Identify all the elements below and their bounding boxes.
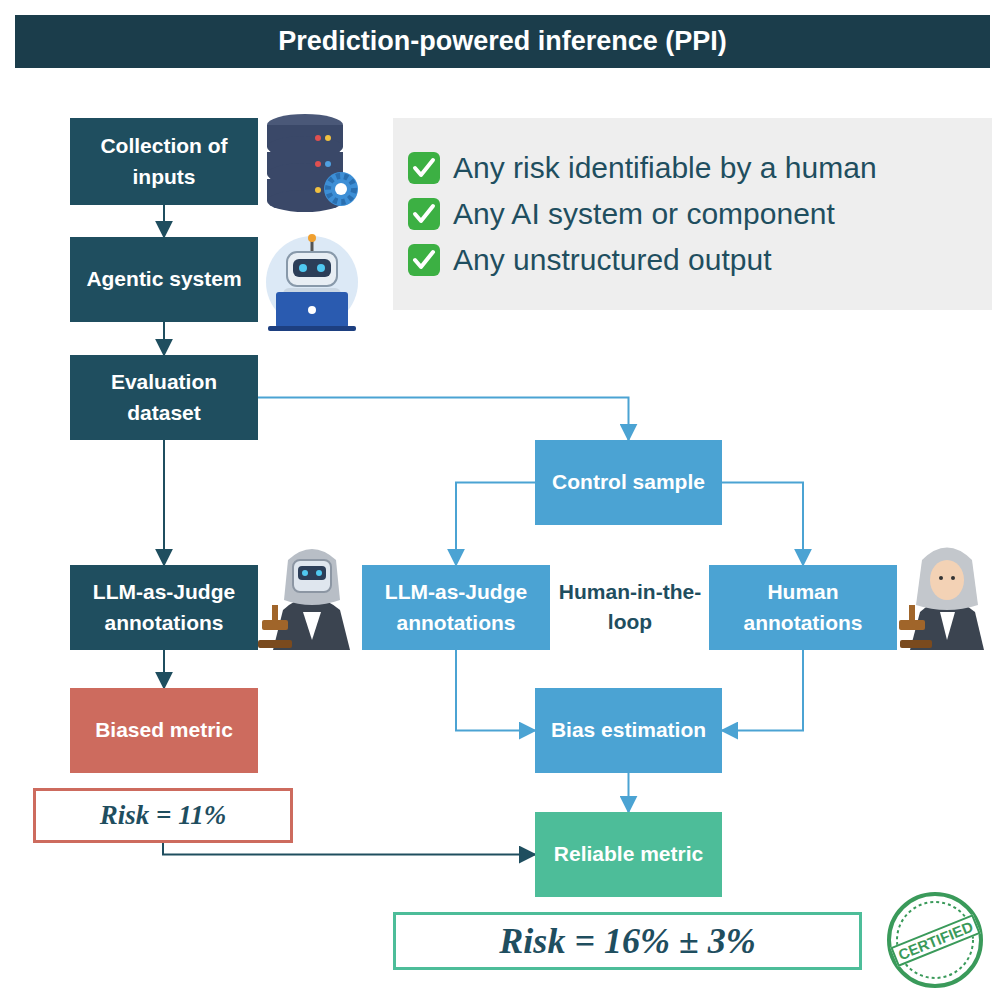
- title-text: Prediction-powered inference (PPI): [278, 26, 727, 57]
- result-box: Risk = 16% ± 3%: [393, 912, 862, 970]
- node-text: LLM-as-Judge annotations: [372, 577, 540, 638]
- connector-arrow: [163, 843, 535, 855]
- check-icon: [407, 197, 441, 231]
- node-text: Any unstructured output: [453, 243, 772, 277]
- process-box: Collection of inputs: [70, 118, 258, 205]
- node-text: Human annotations: [719, 577, 887, 638]
- connector-arrow: [163, 650, 165, 688]
- node-text: Control sample: [552, 467, 705, 497]
- checklist-row: Any risk identifiable by a human: [407, 151, 877, 185]
- process-box: Evaluation dataset: [70, 355, 258, 440]
- node-text: Bias estimation: [551, 715, 706, 745]
- checklist-panel: Any risk identifiable by a humanAny AI s…: [393, 118, 992, 310]
- result-box: Risk = 11%: [33, 788, 293, 843]
- connector-arrow: [163, 322, 165, 355]
- connector-arrow: [628, 773, 630, 812]
- node-text: Any AI system or component: [453, 197, 835, 231]
- process-box: LLM-as-Judge annotations: [362, 565, 550, 650]
- node-text: Risk = 16% ± 3%: [499, 920, 755, 962]
- process-box: Control sample: [535, 440, 722, 525]
- process-box: LLM-as-Judge annotations: [70, 565, 258, 650]
- metric-box: Reliable metric: [535, 812, 722, 897]
- connector-arrow: [258, 398, 629, 441]
- process-box: Agentic system: [70, 237, 258, 322]
- node-text: Risk = 11%: [100, 800, 226, 831]
- node-text: Any risk identifiable by a human: [453, 151, 877, 185]
- node-text: Collection of inputs: [80, 131, 248, 192]
- node-text: Reliable metric: [554, 839, 703, 869]
- group-label: Human-in-the-loop: [555, 577, 705, 638]
- connector-arrow: [722, 483, 803, 566]
- process-box: Human annotations: [709, 565, 897, 650]
- check-icon: [407, 243, 441, 277]
- node-text: Biased metric: [95, 715, 233, 745]
- database-icon: [267, 114, 358, 212]
- node-text: Agentic system: [86, 264, 241, 294]
- connector-arrow: [163, 205, 165, 237]
- certified-stamp: [889, 894, 981, 986]
- check-icon: [407, 151, 441, 185]
- node-text: LLM-as-Judge annotations: [80, 577, 248, 638]
- metric-box: Biased metric: [70, 688, 258, 773]
- stamp-text: CERTIFIED: [890, 914, 981, 967]
- checklist-row: Any AI system or component: [407, 197, 835, 231]
- robot-judge-icon: [258, 549, 350, 650]
- checklist-row: Any unstructured output: [407, 243, 772, 277]
- connector-arrow: [456, 483, 535, 566]
- process-box: Bias estimation: [535, 688, 722, 773]
- connector-arrow: [163, 440, 165, 565]
- human-judge-icon: [899, 548, 984, 651]
- connector-arrow: [456, 650, 535, 731]
- connector-arrow: [722, 650, 803, 731]
- node-text: Evaluation dataset: [80, 367, 248, 428]
- robot-icon: [266, 234, 358, 331]
- title-bar: Prediction-powered inference (PPI): [15, 15, 990, 68]
